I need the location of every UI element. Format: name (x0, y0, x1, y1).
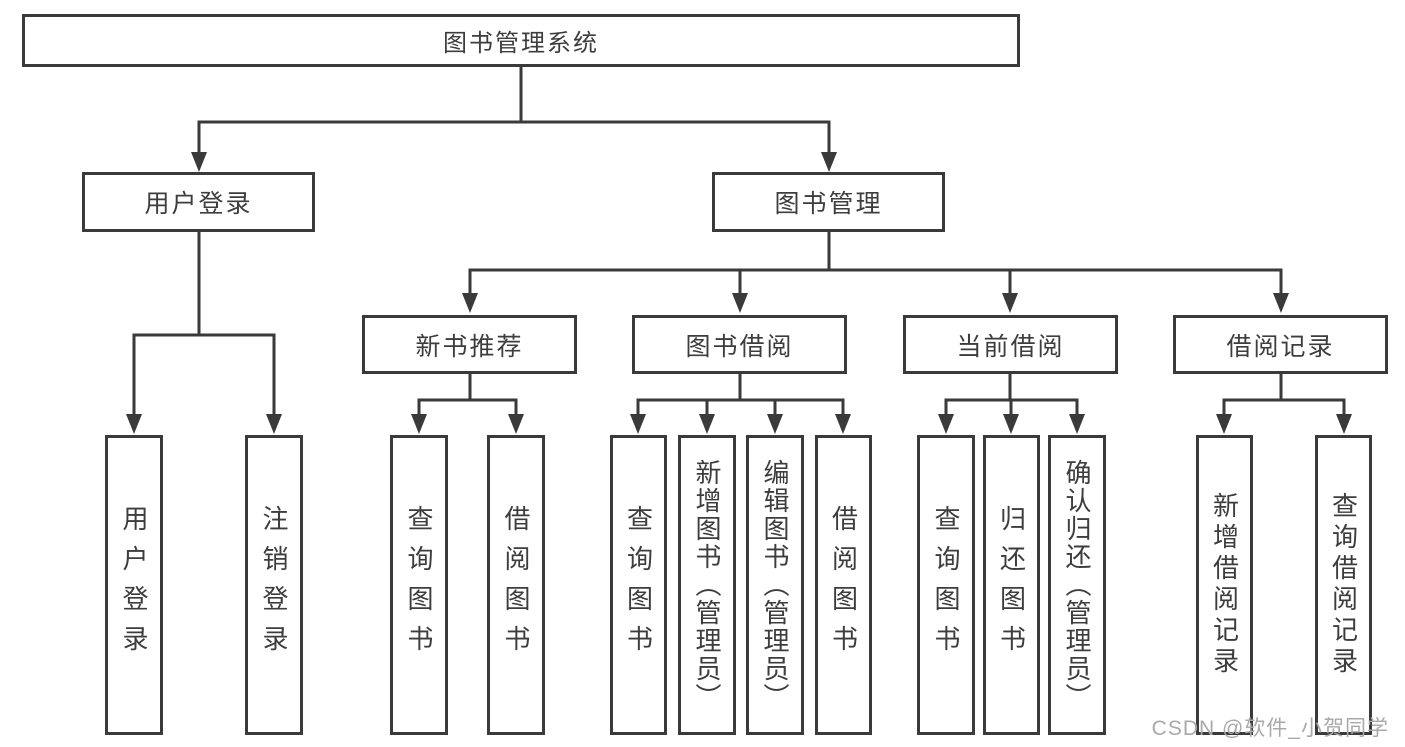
node-label: 借阅图书 (501, 505, 531, 665)
node-label: 编辑图书（管理员） (760, 459, 790, 711)
node-label: 新增图书（管理员） (692, 459, 722, 711)
node-query-borrow-record: 查询借阅记录 (1315, 435, 1372, 735)
node-label: 图书管理系统 (443, 30, 599, 57)
csdn-watermark: CSDN @软件_小贺同学 (1151, 717, 1389, 740)
node-new-book-recommend: 新书推荐 (362, 315, 577, 374)
node-label: 查询图书 (404, 505, 434, 665)
connector-book-mgmt-to-children (462, 232, 1289, 313)
node-label: 借阅记录 (1226, 332, 1335, 361)
node-add-book-admin: 新增图书（管理员） (678, 435, 736, 735)
node-label: 新书推荐 (415, 332, 524, 361)
node-label: 借阅图书 (828, 505, 859, 665)
node-add-borrow-record: 新增借阅记录 (1196, 435, 1253, 735)
node-label: 用户登录 (119, 505, 149, 665)
node-label: 查询图书 (931, 505, 961, 665)
node-query-books: 查询图书 (610, 435, 667, 735)
node-query-books: 查询图书 (917, 435, 975, 735)
connector-root-to-level2 (191, 67, 837, 172)
node-edit-book-admin: 编辑图书（管理员） (746, 435, 804, 735)
node-query-books: 查询图书 (390, 435, 448, 735)
connector-book-borrow-to-children (630, 374, 851, 434)
node-root-system: 图书管理系统 (22, 14, 1020, 67)
node-book-management: 图书管理 (712, 172, 945, 232)
node-logout: 注销登录 (245, 435, 303, 735)
node-label: 新增借阅记录 (1209, 492, 1240, 678)
node-label: 用户登录 (144, 190, 253, 218)
node-borrow-books: 借阅图书 (815, 435, 872, 735)
node-return-book: 归还图书 (983, 435, 1040, 735)
connector-current-borrow-to-children (938, 374, 1085, 434)
node-label: 查询借阅记录 (1328, 492, 1359, 678)
node-label: 当前借阅 (956, 332, 1065, 361)
node-label: 图书借阅 (685, 332, 794, 361)
node-book-borrowing: 图书借阅 (632, 315, 847, 374)
node-label: 图书管理 (774, 190, 883, 218)
node-borrow-books: 借阅图书 (487, 435, 545, 735)
node-label: 归还图书 (996, 505, 1027, 665)
node-current-borrowing: 当前借阅 (903, 315, 1118, 374)
node-label: 注销登录 (259, 505, 289, 665)
connector-new-book-rec-to-children (411, 374, 524, 434)
node-confirm-return-admin: 确认归还（管理员） (1048, 435, 1106, 735)
node-label: 确认归还（管理员） (1062, 459, 1092, 711)
connector-user-login-to-children (126, 232, 282, 434)
node-user-login: 用户登录 (82, 172, 315, 232)
node-borrowing-records: 借阅记录 (1173, 315, 1388, 374)
node-user-login-leaf: 用户登录 (105, 435, 163, 735)
node-label: 查询图书 (623, 505, 654, 665)
connector-borrow-records-to-children (1216, 374, 1352, 434)
